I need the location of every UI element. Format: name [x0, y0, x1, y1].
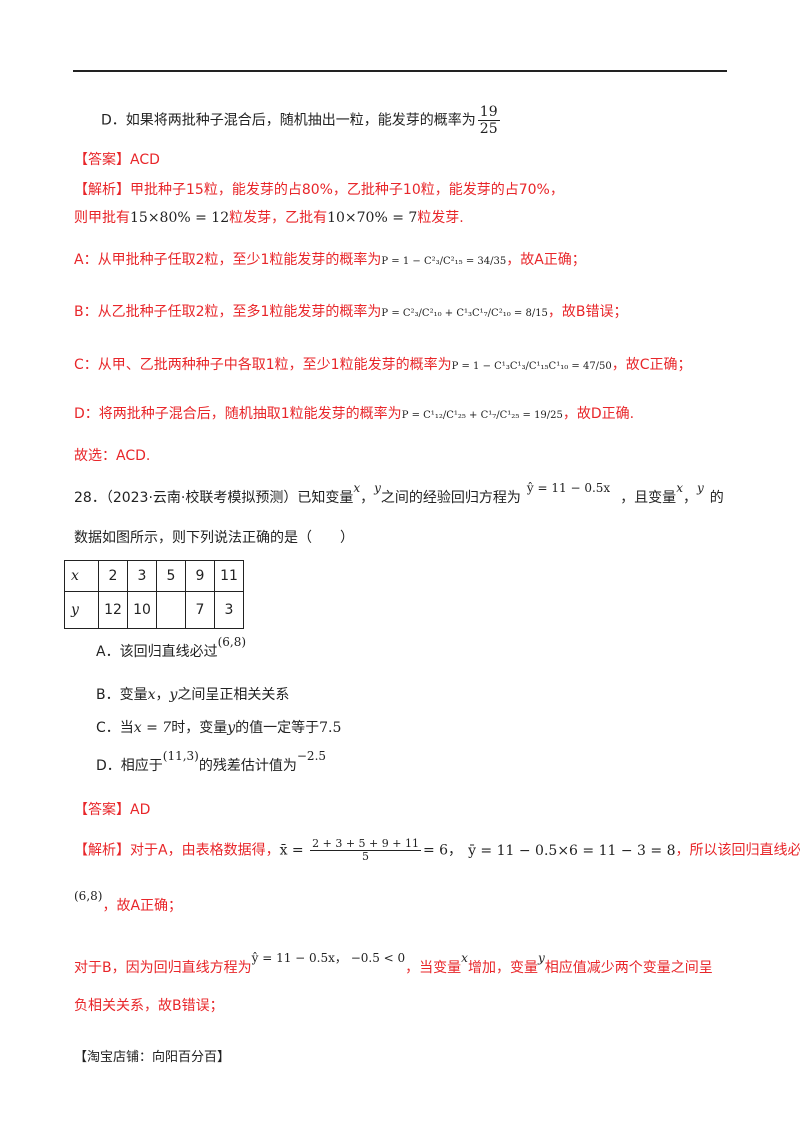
table-cell [156, 591, 186, 629]
formula-d: P = C¹₁₂/C¹₂₅ + C¹₇/C¹₂₅ = 19/25 [401, 410, 563, 421]
answer-label-1: 【答案】ACD [74, 152, 160, 168]
table-row-x: x 2 3 5 9 11 [64, 560, 244, 592]
choose-answer: 故选：ACD. [74, 448, 151, 464]
q28-option-b: B．变量x，y之间呈正相关关系 [96, 687, 290, 703]
analysis-line-1: 【解析】甲批种子15粒，能发芽的占80%，乙批种子10粒，能发芽的占70%， [74, 182, 564, 198]
table-row-y: y 12 10 7 3 [64, 591, 244, 629]
table-cell: 7 [185, 591, 215, 629]
header-rule [73, 70, 727, 72]
formula-a: P = 1 − C²₃/C²₁₅ = 34/35 [381, 256, 507, 267]
analysis2-line-3: 对于B，因为回归直线方程为ŷ = 11 − 0.5x， −0.5 < 0，当变量… [74, 951, 713, 976]
formula-c: P = 1 − C¹₃C¹₃/C¹₁₅C¹₁₀ = 47/50 [451, 361, 612, 372]
analysis-case-b: B：从乙批种子任取2粒，至多1粒能发芽的概率为P = C²₃/C²₁₀ + C¹… [74, 304, 628, 320]
analysis2-line-2: (6,8)，故A正确； [74, 889, 183, 914]
q28-line-2: 数据如图所示，则下列说法正确的是（ ） [74, 530, 354, 546]
answer-label-2: 【答案】AD [74, 802, 151, 818]
q28-option-d: D．相应于(11,3)的残差估计值为−2.5 [96, 749, 327, 774]
regression-equation: ŷ = 11 − 0.5x [526, 481, 611, 495]
analysis-case-d: D：将两批种子混合后，随机抽取1粒能发芽的概率为P = C¹₁₂/C¹₂₅ + … [74, 406, 635, 422]
q28-option-c: C．当x = 7时，变量y的值一定等于7.5 [96, 720, 342, 736]
formula-b: P = C²₃/C²₁₀ + C¹₃C¹₇/C²₁₀ = 8/15 [381, 308, 548, 319]
table-cell: 3 [127, 560, 157, 592]
q28-option-a: A．该回归直线必过(6,8) [96, 635, 247, 660]
analysis2-line-4: 负相关关系，故B错误； [74, 998, 224, 1014]
table-cell: 9 [185, 560, 215, 592]
table-cell: 11 [214, 560, 244, 592]
analysis-case-a: A：从甲批种子任取2粒，至少1粒能发芽的概率为P = 1 − C²₃/C²₁₅ … [74, 252, 586, 268]
table-cell: 2 [98, 560, 128, 592]
analysis-line-2: 则甲批有15×80% = 12粒发芽，乙批有10×70% = 7粒发芽. [74, 210, 464, 226]
q28-line-1: 28．（2023·云南·校联考模拟预测）已知变量x，y之间的经验回归方程为ŷ =… [74, 481, 724, 506]
table-cell: 5 [156, 560, 186, 592]
data-table: x 2 3 5 9 11 y 12 10 7 3 [64, 560, 244, 629]
table-header-y: y [64, 591, 99, 629]
option-text: D．如果将两批种子混合后，随机抽出一粒，能发芽的概率为 [101, 112, 476, 129]
table-header-x: x [64, 560, 99, 592]
table-cell: 10 [127, 591, 157, 629]
table-cell: 12 [98, 591, 128, 629]
table-cell: 3 [214, 591, 244, 629]
footer-shop-label: 【淘宝店铺：向阳百分百】 [74, 1050, 231, 1065]
analysis-case-c: C：从甲、乙批两种种子中各取1粒，至少1粒能发芽的概率为P = 1 − C¹₃C… [74, 357, 692, 373]
